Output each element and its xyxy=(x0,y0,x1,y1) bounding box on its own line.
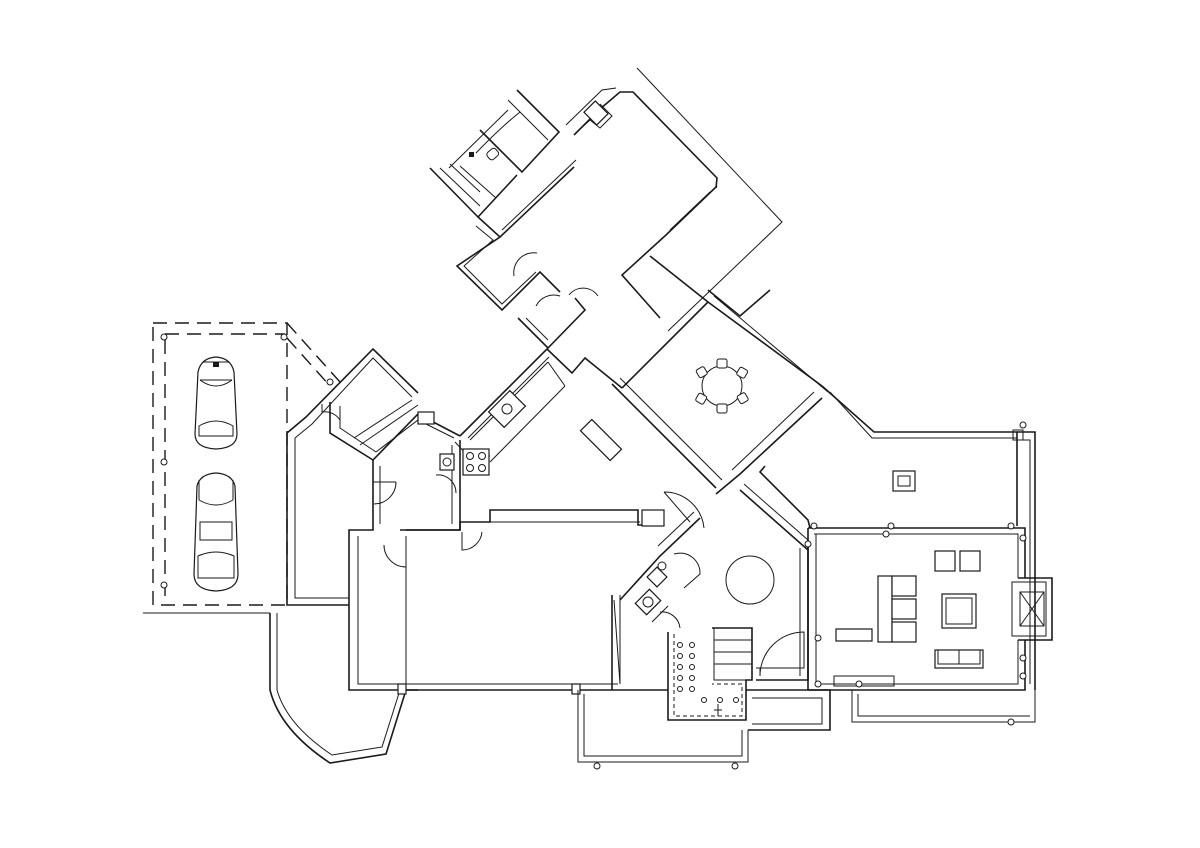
car-top xyxy=(194,356,238,450)
left-wing xyxy=(286,347,483,691)
entry-stairs xyxy=(619,483,831,731)
dining-table xyxy=(695,358,749,414)
dining-room xyxy=(649,255,829,495)
wall-light-markers xyxy=(804,421,1027,726)
living-room xyxy=(807,431,1053,723)
sitting-room xyxy=(758,385,1024,529)
car-bottom xyxy=(193,472,239,592)
kitchen-hall xyxy=(417,301,723,489)
stair-treads xyxy=(677,642,739,703)
carport xyxy=(152,322,341,606)
gallery-room xyxy=(397,491,749,770)
site-boundary xyxy=(143,67,783,764)
upper-wing xyxy=(429,87,718,350)
